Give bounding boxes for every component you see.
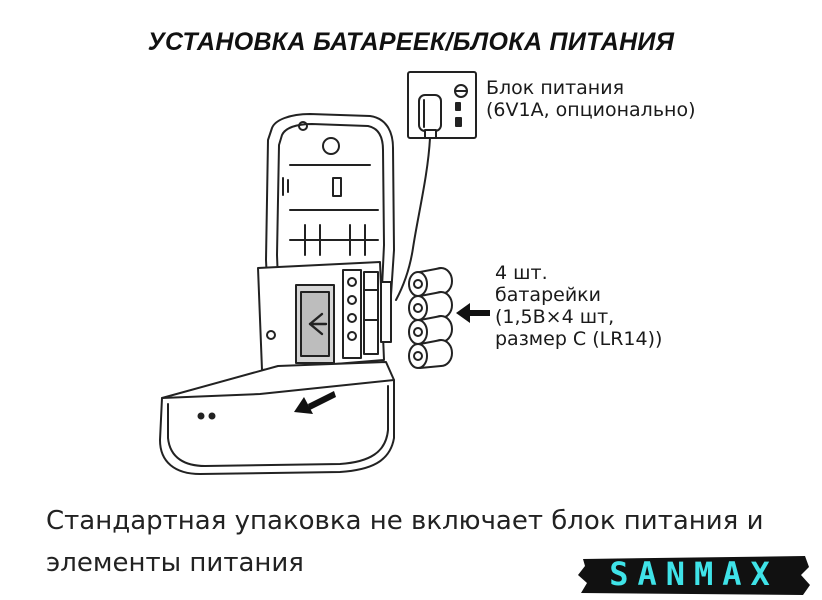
page-title: УСТАНОВКА БАТАРЕЕК/БЛОКА ПИТАНИЯ <box>147 28 675 56</box>
dispenser-tray <box>159 361 395 475</box>
insert-arrow-icon <box>456 303 490 323</box>
footer-note: Стандартная упаковка не включает блок пи… <box>46 506 764 578</box>
slide-arrow-icon <box>294 391 336 414</box>
batteries-icon <box>408 267 453 369</box>
logo-brush-background <box>578 556 810 595</box>
batteries-label: 4 шт. батарейки (1,5В×4 шт, размер С (LR… <box>495 262 663 350</box>
logo-text: SANMAX <box>609 555 779 593</box>
sanmax-logo: SANMAX <box>577 553 811 597</box>
power-plug <box>395 94 442 301</box>
power-supply-label: Блок питания (6V1A, опционально) <box>486 77 696 121</box>
battery-compartment <box>257 261 392 371</box>
